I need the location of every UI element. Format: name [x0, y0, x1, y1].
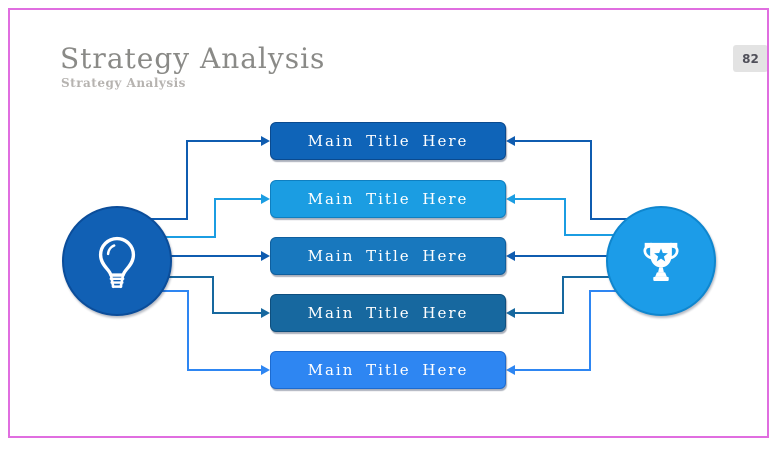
- arrowhead-icon: [506, 251, 515, 261]
- main-title-bar[interactable]: Main Title Here: [270, 122, 506, 160]
- page-number-badge: 82: [733, 45, 768, 72]
- arrowhead-icon: [261, 308, 270, 318]
- arrowhead-icon: [261, 194, 270, 204]
- connector-left-4: [160, 276, 262, 314]
- main-title-bar[interactable]: Main Title Here: [270, 237, 506, 275]
- arrowhead-icon: [506, 308, 515, 318]
- page-subtitle: Strategy Analysis: [61, 76, 186, 90]
- bar-label: Main Title Here: [307, 361, 469, 379]
- arrowhead-icon: [506, 194, 515, 204]
- connector-right-2: [514, 198, 640, 236]
- award-circle[interactable]: [606, 206, 716, 316]
- bar-label: Main Title Here: [307, 247, 469, 265]
- trophy-icon: [643, 242, 679, 281]
- bar-label: Main Title Here: [307, 132, 469, 150]
- main-title-bar[interactable]: Main Title Here: [270, 180, 506, 218]
- idea-circle[interactable]: [62, 206, 172, 316]
- main-title-bar[interactable]: Main Title Here: [270, 351, 506, 389]
- arrowhead-icon: [506, 365, 515, 375]
- bar-label: Main Title Here: [307, 190, 469, 208]
- star-icon: [654, 248, 668, 262]
- main-title-bar[interactable]: Main Title Here: [270, 294, 506, 332]
- connector-right-5: [514, 290, 640, 371]
- lightbulb-icon: [98, 236, 136, 289]
- arrowhead-icon: [261, 136, 270, 146]
- arrowhead-icon: [506, 136, 515, 146]
- connector-right-1: [514, 140, 640, 220]
- arrowhead-icon: [261, 251, 270, 261]
- connector-right-4: [514, 276, 640, 314]
- connector-left-5: [152, 290, 262, 371]
- bar-label: Main Title Here: [307, 304, 469, 322]
- connector-left-2: [160, 198, 262, 238]
- connector-left-1: [150, 140, 262, 220]
- page-title: Strategy Analysis: [60, 42, 326, 75]
- arrowhead-icon: [261, 365, 270, 375]
